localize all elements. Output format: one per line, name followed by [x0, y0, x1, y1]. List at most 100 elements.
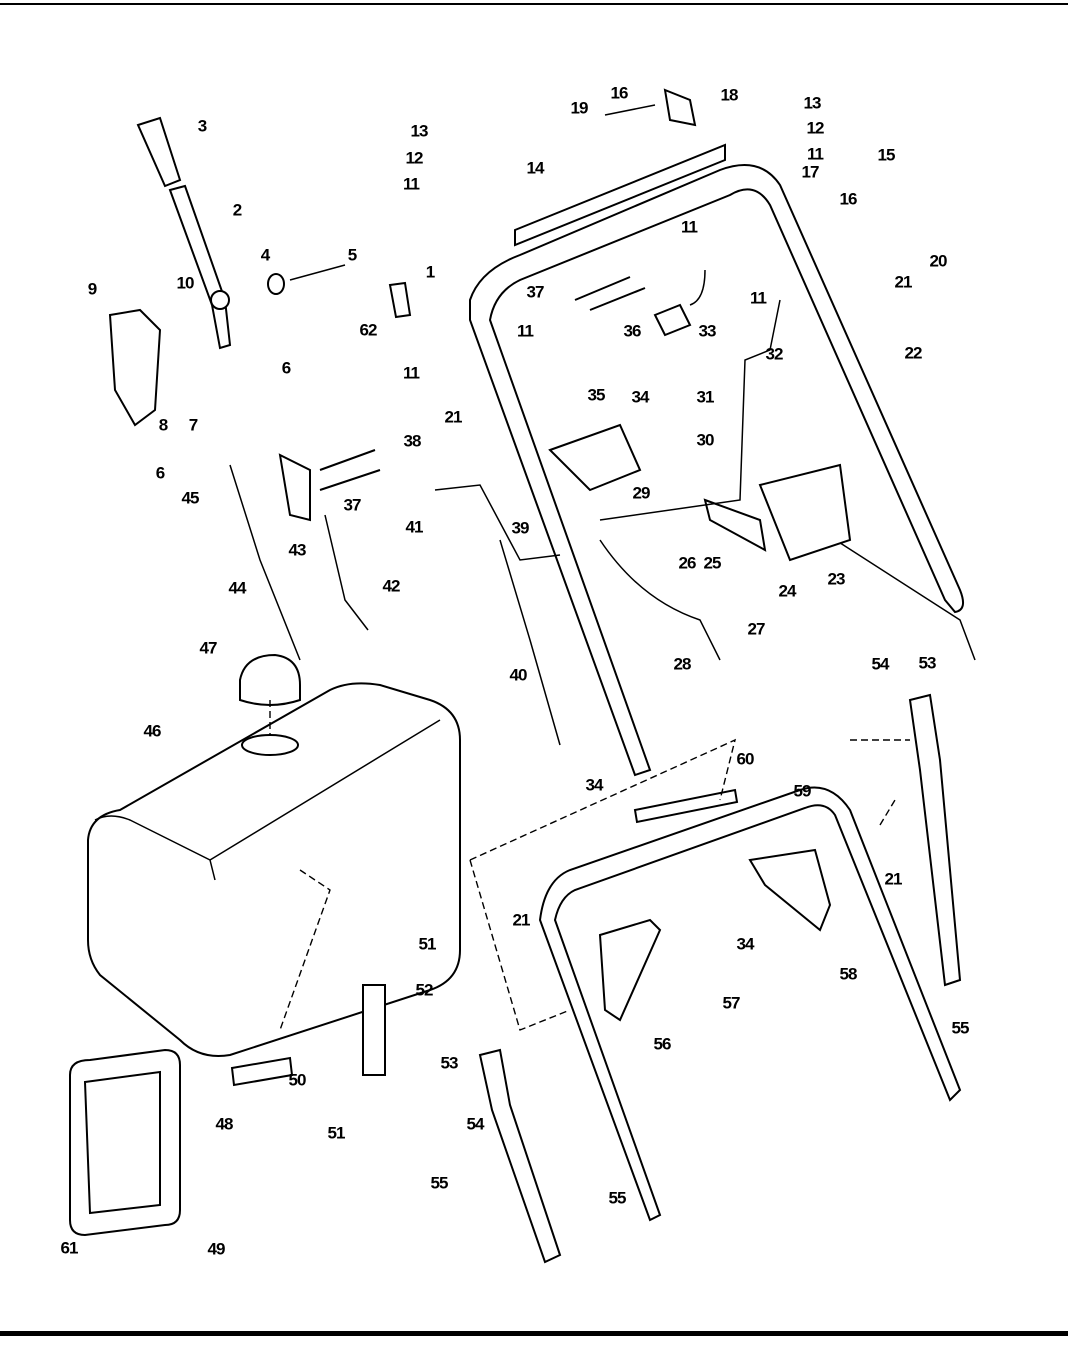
callout-14: 14: [527, 159, 545, 178]
callout-51: 51: [419, 935, 436, 954]
callout-33: 33: [699, 322, 716, 341]
callout-60: 60: [737, 750, 754, 769]
callout-16: 16: [840, 190, 857, 209]
bracket-24: [705, 500, 765, 550]
callout-54: 54: [872, 655, 890, 674]
brace-54-right: [910, 695, 960, 985]
callout-26: 26: [679, 554, 696, 573]
callout-59: 59: [794, 782, 811, 801]
callout-43: 43: [289, 541, 306, 560]
callout-54: 54: [467, 1115, 485, 1134]
bracket-58: [750, 850, 830, 930]
callout-21: 21: [513, 911, 530, 930]
callout-11: 11: [403, 364, 420, 383]
callout-23: 23: [828, 570, 845, 589]
callout-6: 6: [282, 359, 291, 378]
callout-18: 18: [721, 86, 738, 105]
callout-40: 40: [510, 666, 527, 685]
callout-37: 37: [527, 283, 544, 302]
fuel-tank-assembly: [70, 655, 460, 1235]
callout-20: 20: [930, 252, 947, 271]
callout-51: 51: [328, 1124, 345, 1143]
callout-58: 58: [840, 965, 857, 984]
callout-56: 56: [654, 1035, 671, 1054]
callout-17: 17: [802, 163, 819, 182]
callout-13: 13: [804, 94, 821, 113]
callout-22: 22: [905, 344, 922, 363]
callout-34: 34: [632, 388, 650, 407]
plate-9: [110, 310, 160, 425]
callout-36: 36: [624, 322, 641, 341]
callout-11: 11: [807, 145, 824, 164]
callout-53: 53: [919, 654, 936, 673]
callout-30: 30: [697, 431, 714, 450]
decal-50: [232, 1058, 292, 1085]
callout-42: 42: [383, 577, 400, 596]
callout-13: 13: [411, 122, 428, 141]
callout-55: 55: [952, 1019, 969, 1038]
brace-54-left: [480, 1050, 560, 1262]
callout-49: 49: [208, 1240, 225, 1259]
callout-35: 35: [588, 386, 605, 405]
callout-5: 5: [348, 246, 357, 265]
callout-11: 11: [681, 218, 698, 237]
callout-39: 39: [512, 519, 529, 538]
callout-1: 1: [426, 263, 435, 282]
callout-21: 21: [445, 408, 462, 427]
callout-31: 31: [697, 388, 714, 407]
callout-34: 34: [586, 776, 604, 795]
callout-50: 50: [289, 1071, 306, 1090]
callout-3: 3: [198, 117, 207, 136]
callout-55: 55: [609, 1189, 626, 1208]
washer-10: [211, 291, 229, 309]
callout-41: 41: [406, 518, 423, 537]
bracket-35: [550, 425, 640, 490]
callout-8: 8: [159, 416, 168, 435]
part-62: [390, 283, 410, 317]
callout-6: 6: [156, 464, 165, 483]
callout-11: 11: [403, 175, 420, 194]
callout-10: 10: [177, 274, 194, 293]
callout-12: 12: [406, 149, 423, 168]
callout-4: 4: [261, 246, 271, 265]
callout-2: 2: [233, 201, 242, 220]
callout-29: 29: [633, 484, 650, 503]
callout-48: 48: [216, 1115, 233, 1134]
part-36: [655, 305, 690, 335]
callout-11: 11: [750, 289, 767, 308]
callout-55: 55: [431, 1174, 448, 1193]
callout-24: 24: [779, 582, 797, 601]
callout-53: 53: [441, 1054, 458, 1073]
callout-28: 28: [674, 655, 691, 674]
callout-27: 27: [748, 620, 765, 639]
callout-21: 21: [885, 870, 902, 889]
bracket-43: [280, 455, 310, 520]
callout-19: 19: [571, 99, 588, 118]
control-23: [760, 465, 850, 560]
callout-25: 25: [704, 554, 721, 573]
callout-44: 44: [229, 579, 247, 598]
callout-46: 46: [144, 722, 161, 741]
callout-61: 61: [61, 1239, 78, 1258]
callout-52: 52: [416, 981, 433, 1000]
lever-assembly: [110, 118, 345, 425]
lower-handle-assembly: [470, 695, 960, 1262]
callout-7: 7: [189, 416, 198, 435]
callout-38: 38: [404, 432, 421, 451]
bracket-18: [665, 90, 695, 125]
callout-21: 21: [895, 273, 912, 292]
hose-52: [363, 985, 385, 1075]
callout-15: 15: [878, 146, 895, 165]
strap-48: [70, 1050, 180, 1235]
callout-62: 62: [360, 321, 377, 340]
callout-16: 16: [611, 84, 628, 103]
callout-12: 12: [807, 119, 824, 138]
grip-3: [138, 118, 180, 186]
callout-11: 11: [517, 322, 534, 341]
callout-37: 37: [344, 496, 361, 515]
callout-9: 9: [88, 280, 97, 299]
callout-32: 32: [766, 345, 783, 364]
callout-34: 34: [737, 935, 755, 954]
bracket-56: [600, 920, 660, 1020]
